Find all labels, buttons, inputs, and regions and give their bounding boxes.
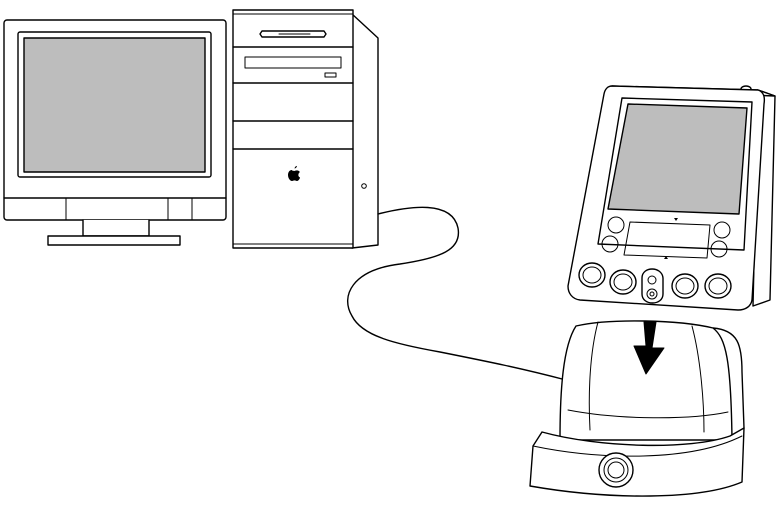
- tower-side-panel: [351, 13, 379, 249]
- sync-cradle: [529, 320, 745, 497]
- handheld-screen: [607, 103, 748, 215]
- app-button-datebook: [578, 262, 606, 288]
- optical-drive-tray: [244, 56, 342, 69]
- monitor-screen: [23, 37, 206, 173]
- power-indicator: [361, 183, 367, 189]
- silkscreen-calc-icon: [713, 221, 731, 239]
- computer-monitor: [3, 19, 227, 246]
- computer-tower: [232, 9, 379, 249]
- optical-drive-eject-button: [324, 72, 337, 78]
- sync-cable: [347, 206, 567, 381]
- scroll-button: [641, 268, 664, 304]
- silkscreen-menu-icon: [601, 235, 619, 253]
- silkscreen-find-icon: [710, 240, 728, 258]
- handheld-bezel: [597, 97, 753, 251]
- app-button-address: [609, 269, 637, 295]
- hotsync-button-icon: [598, 452, 634, 488]
- monitor-neck: [82, 219, 150, 237]
- tower-front: [232, 9, 354, 249]
- slot-drive: [259, 30, 327, 38]
- cradle-back-shell: [559, 320, 733, 441]
- silkscreen-home-icon: [607, 216, 625, 234]
- cradle-front-base: [529, 427, 745, 497]
- handheld-device: [567, 85, 776, 311]
- app-button-todo: [671, 273, 699, 299]
- apple-logo-icon: [288, 165, 300, 181]
- app-button-memo: [704, 273, 732, 299]
- arrow-down-icon: [633, 321, 665, 375]
- monitor-screen-frame: [17, 31, 212, 178]
- monitor-base: [47, 235, 181, 246]
- graffiti-area: [623, 221, 711, 259]
